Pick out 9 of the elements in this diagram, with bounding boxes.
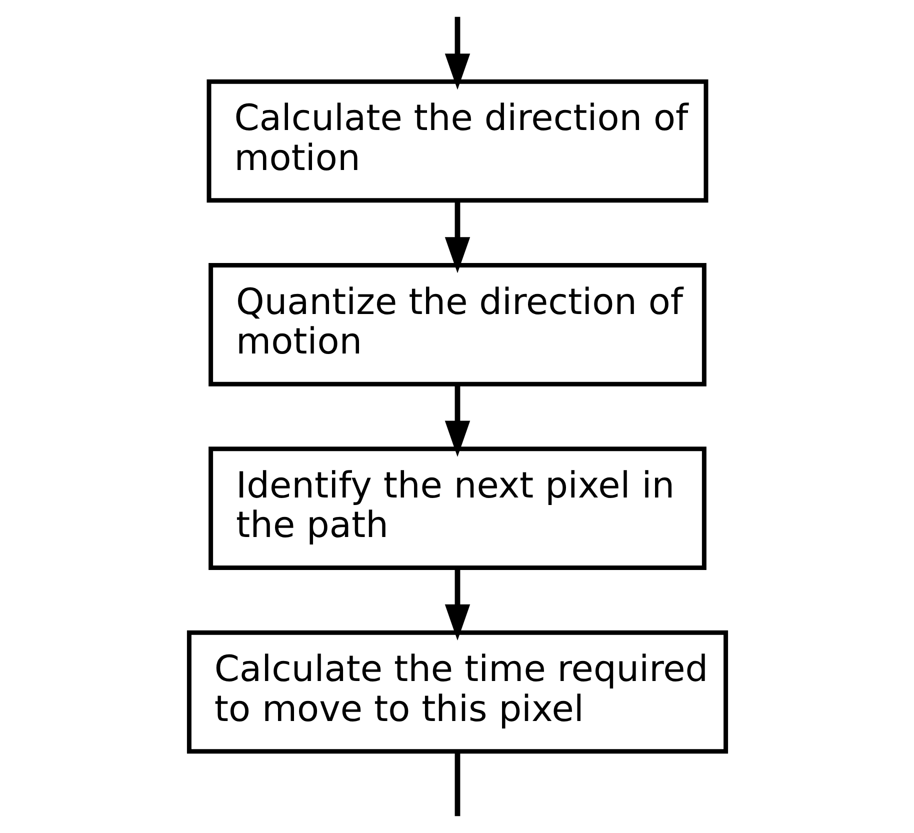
arrow bbox=[444, 16, 470, 90]
node-box: Quantize the direction of motion bbox=[208, 263, 706, 386]
arrow bbox=[444, 384, 470, 457]
node-box: Calculate the time required to move to this pixel bbox=[186, 630, 728, 754]
arrow bbox=[444, 200, 470, 274]
connector bbox=[454, 751, 460, 816]
node-box: Calculate the direction of motion bbox=[206, 79, 708, 203]
arrow bbox=[444, 568, 470, 641]
node-box: Identify the next pixel in the path bbox=[208, 446, 706, 570]
